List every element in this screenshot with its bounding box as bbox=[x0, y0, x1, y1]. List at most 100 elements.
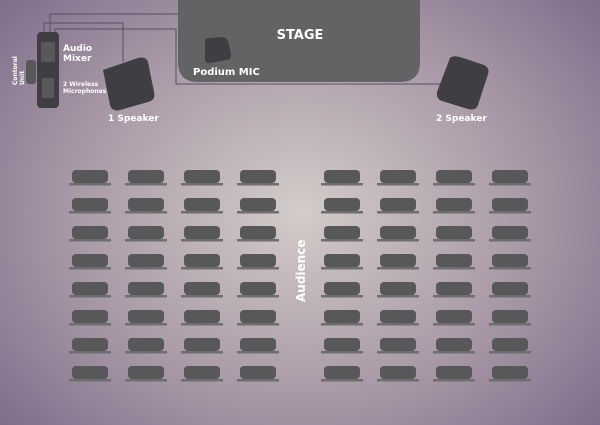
seat-back bbox=[128, 198, 164, 211]
seat-base bbox=[433, 295, 475, 298]
seat-base bbox=[489, 211, 531, 214]
seat-base bbox=[181, 295, 223, 298]
seat-base bbox=[69, 379, 111, 382]
seat-back bbox=[492, 310, 528, 323]
seat-back bbox=[72, 198, 108, 211]
seat-base bbox=[433, 267, 475, 270]
seat-back bbox=[436, 310, 472, 323]
seat-back bbox=[184, 338, 220, 351]
seat bbox=[433, 254, 475, 270]
seat-back bbox=[72, 254, 108, 267]
seat bbox=[181, 226, 223, 242]
seat-base bbox=[237, 351, 279, 354]
seat-base bbox=[321, 295, 363, 298]
seat-back bbox=[324, 338, 360, 351]
seat-back bbox=[72, 282, 108, 295]
seat-back bbox=[128, 226, 164, 239]
seat-back bbox=[492, 366, 528, 379]
seat bbox=[377, 338, 419, 354]
seat-base bbox=[69, 211, 111, 214]
seat bbox=[321, 282, 363, 298]
seat-back bbox=[240, 198, 276, 211]
seat-base bbox=[433, 323, 475, 326]
seat bbox=[433, 198, 475, 214]
seat bbox=[125, 198, 167, 214]
seat-back bbox=[324, 254, 360, 267]
seat-base bbox=[125, 267, 167, 270]
seat-back bbox=[436, 282, 472, 295]
seat-back bbox=[72, 310, 108, 323]
seat bbox=[125, 282, 167, 298]
seat-base bbox=[321, 239, 363, 242]
seat-back bbox=[128, 338, 164, 351]
seat bbox=[377, 198, 419, 214]
seat bbox=[237, 198, 279, 214]
seat bbox=[181, 366, 223, 382]
audience-seating bbox=[69, 170, 531, 382]
seat bbox=[489, 170, 531, 186]
seat bbox=[489, 282, 531, 298]
seat bbox=[433, 170, 475, 186]
seat bbox=[181, 254, 223, 270]
seat-base bbox=[237, 183, 279, 186]
seat-base bbox=[125, 351, 167, 354]
seat-back bbox=[324, 310, 360, 323]
seat-base bbox=[377, 351, 419, 354]
seat-base bbox=[69, 267, 111, 270]
seat-back bbox=[72, 170, 108, 183]
seat-back bbox=[436, 226, 472, 239]
seat bbox=[125, 226, 167, 242]
seat bbox=[69, 198, 111, 214]
seat-base bbox=[433, 211, 475, 214]
seat bbox=[377, 254, 419, 270]
seat-base bbox=[433, 183, 475, 186]
seat-back bbox=[184, 198, 220, 211]
seat-base bbox=[181, 323, 223, 326]
seat-base bbox=[237, 379, 279, 382]
seat-back bbox=[492, 198, 528, 211]
seat-back bbox=[324, 366, 360, 379]
stage-label: STAGE bbox=[277, 28, 324, 43]
seat bbox=[489, 338, 531, 354]
seat-base bbox=[321, 379, 363, 382]
seat bbox=[377, 170, 419, 186]
seat bbox=[69, 254, 111, 270]
seat-base bbox=[377, 323, 419, 326]
seat-base bbox=[125, 183, 167, 186]
mixer-panel bbox=[41, 42, 55, 62]
seat-base bbox=[489, 351, 531, 354]
seat-base bbox=[489, 239, 531, 242]
podium-mic-icon bbox=[204, 37, 232, 64]
seat bbox=[69, 282, 111, 298]
seat-base bbox=[237, 323, 279, 326]
seat-base bbox=[433, 239, 475, 242]
seat-back bbox=[184, 310, 220, 323]
seat bbox=[125, 254, 167, 270]
seat bbox=[125, 366, 167, 382]
seat bbox=[69, 310, 111, 326]
seat-base bbox=[125, 323, 167, 326]
seat-base bbox=[377, 211, 419, 214]
seat-back bbox=[184, 226, 220, 239]
seat-base bbox=[69, 323, 111, 326]
seat-back bbox=[240, 282, 276, 295]
seat-back bbox=[324, 226, 360, 239]
seat-back bbox=[436, 366, 472, 379]
seat bbox=[237, 254, 279, 270]
seat-back bbox=[324, 170, 360, 183]
seat-base bbox=[69, 239, 111, 242]
seat-back bbox=[184, 282, 220, 295]
seat-base bbox=[181, 239, 223, 242]
seat-back bbox=[240, 310, 276, 323]
seat-back bbox=[436, 254, 472, 267]
seat-back bbox=[380, 366, 416, 379]
seat bbox=[321, 198, 363, 214]
seat bbox=[433, 226, 475, 242]
seat bbox=[377, 282, 419, 298]
seat-back bbox=[380, 226, 416, 239]
seat-back bbox=[436, 198, 472, 211]
seat-base bbox=[321, 267, 363, 270]
